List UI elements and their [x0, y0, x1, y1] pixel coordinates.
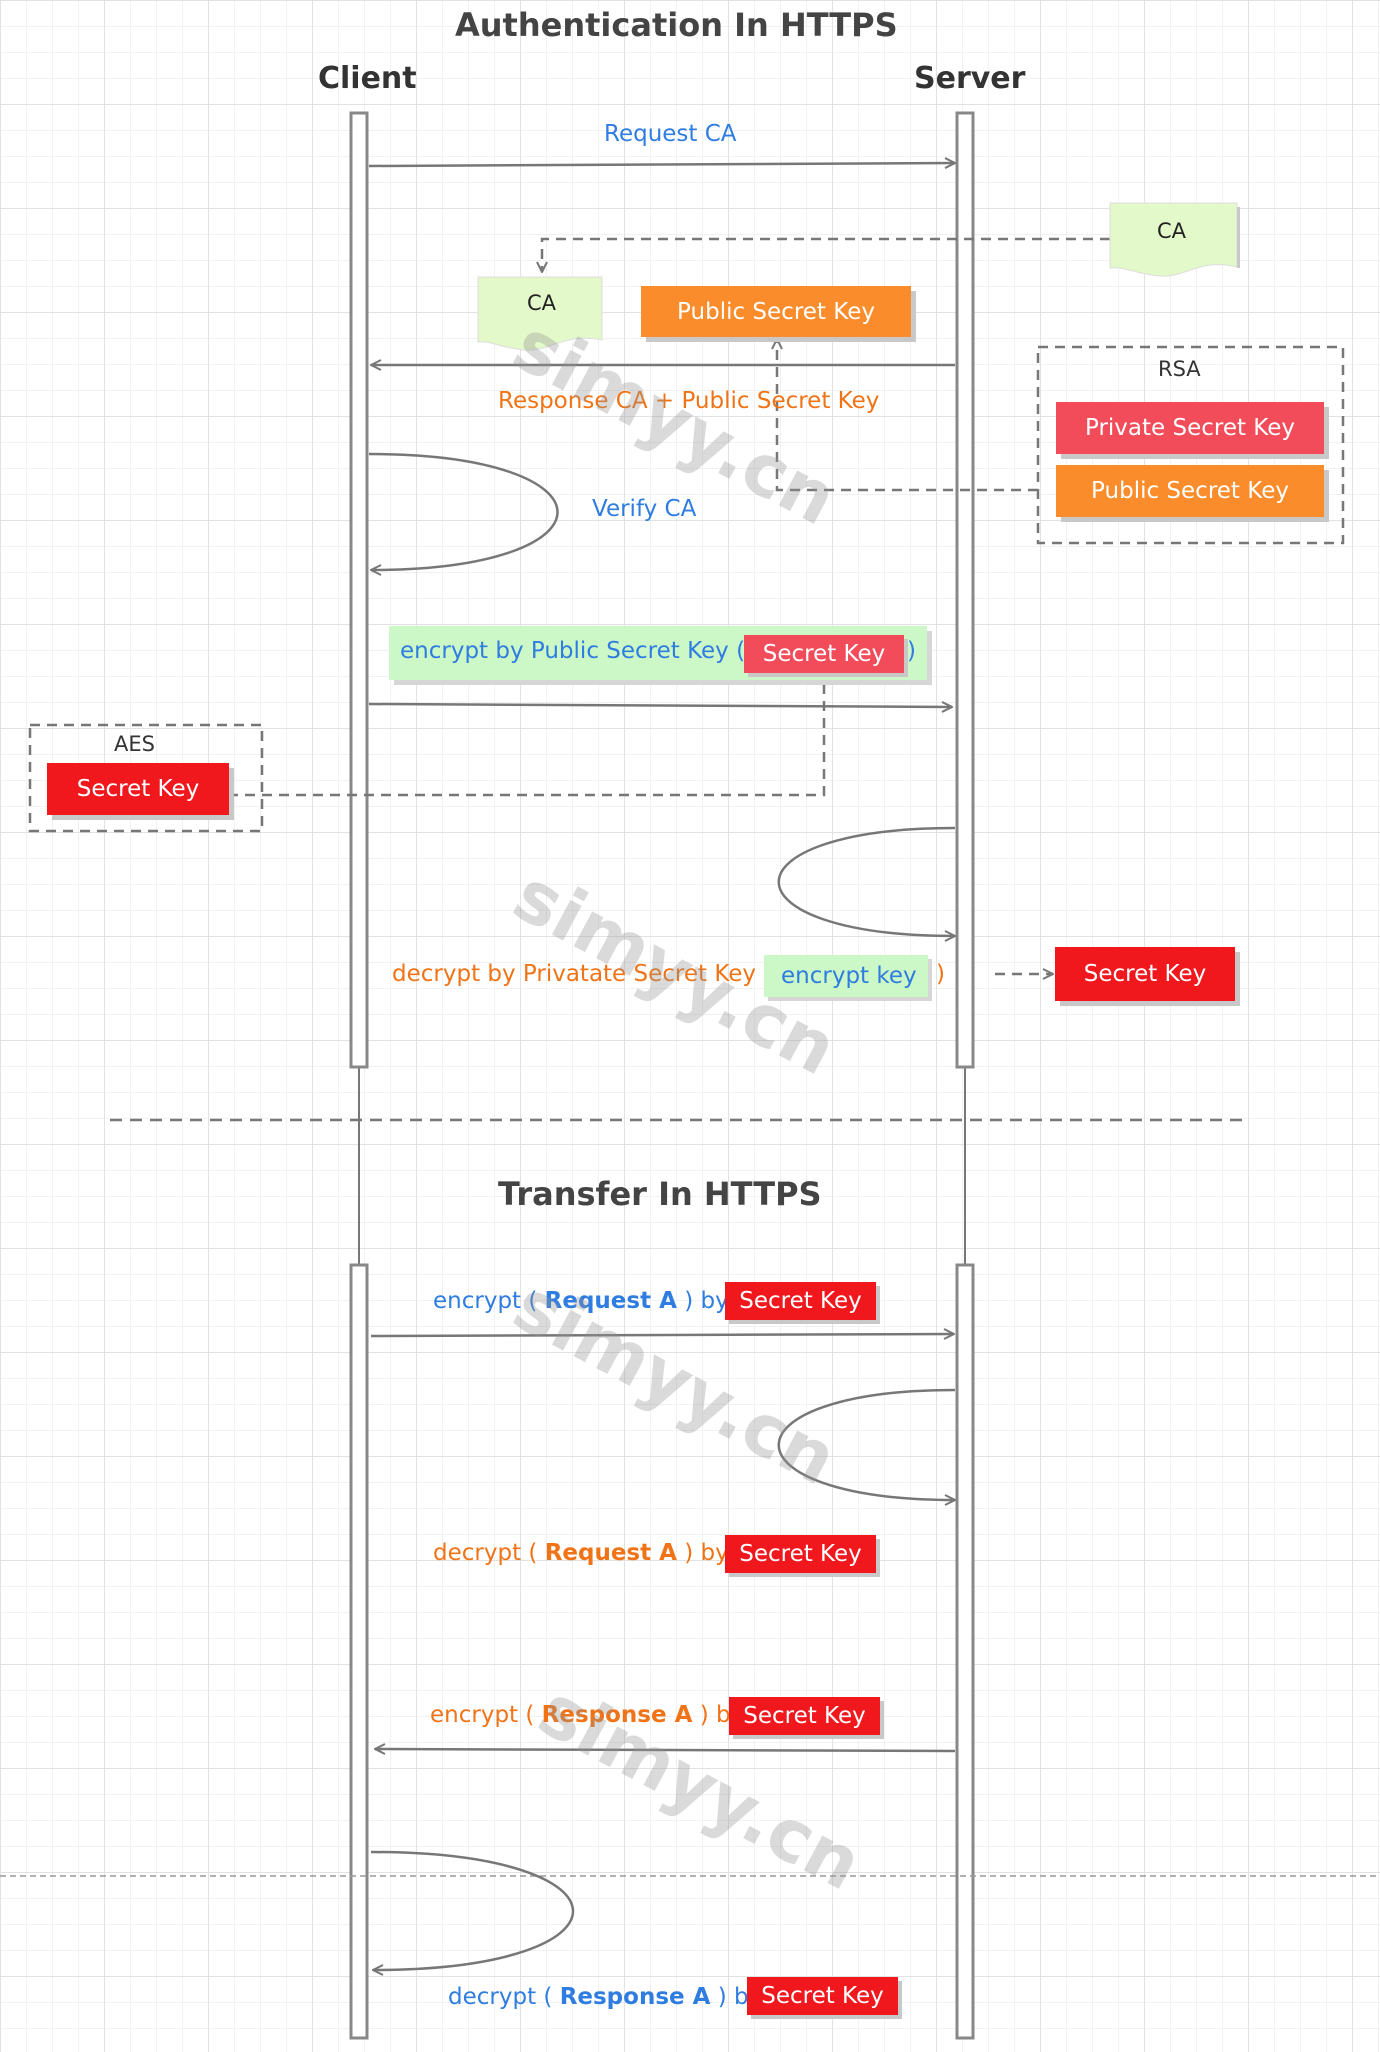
encrypt-response-arrow [375, 1749, 956, 1751]
ca-dashed-connector [542, 237, 1110, 272]
encrypt-by-public-key-label: encrypt by Public Secret Key ( [400, 638, 746, 664]
transfer-title: Transfer In HTTPS [498, 1175, 822, 1213]
decrypt-response-loop [370, 1850, 575, 1970]
verify-ca-loop [368, 452, 559, 570]
response-ca-label: Response CA + Public Secret Key [498, 388, 880, 414]
client-ca-document [477, 276, 603, 351]
server-lifeline [955, 111, 975, 2040]
decrypt-label-close-paren: ) [936, 961, 945, 987]
decrypt-response-label: decrypt ( Response A ) by [448, 1986, 762, 2009]
rsa-public-key: Public Secret Key [1056, 465, 1324, 517]
encrypt-response-bold: Response A [541, 1702, 693, 1728]
encrypt-key-label: encrypt key [781, 963, 917, 989]
decrypt-request-label: decrypt ( Request A ) by [433, 1542, 729, 1565]
request-ca-label: Request CA [604, 121, 737, 147]
decrypt-request-pre: decrypt ( [433, 1540, 538, 1566]
rsa-group-box [1036, 345, 1345, 545]
encrypt-request-label: encrypt ( Request A ) by [433, 1290, 729, 1313]
encrypt-response-pre: encrypt ( [430, 1702, 535, 1728]
encrypt-request-secret-key: Secret Key [725, 1282, 876, 1320]
encrypt-request-pre: encrypt ( [433, 1288, 538, 1314]
client-actor-label: Client [318, 61, 417, 96]
encrypt-label-close-paren: ) [907, 638, 916, 664]
public-key-dashed-connector [777, 339, 1038, 492]
aes-dashed-connector [228, 668, 824, 797]
client-ca-label: CA [527, 291, 557, 315]
encrypt-key-arrow [368, 704, 952, 707]
rsa-private-key: Private Secret Key [1056, 402, 1324, 454]
public-key-box: Public Secret Key [641, 286, 911, 337]
decrypt-request-loop [777, 1388, 955, 1500]
decrypt-loop [777, 826, 955, 936]
decrypt-request-bold: Request A [544, 1540, 677, 1566]
rsa-group-label: RSA [1158, 357, 1201, 381]
encrypt-request-post: ) by [684, 1288, 729, 1314]
encrypt-request-bold: Request A [544, 1288, 677, 1314]
encrypt-response-secret-key: Secret Key [729, 1697, 880, 1735]
decrypt-response-pre: decrypt ( [448, 1984, 553, 2010]
server-secret-key: Secret Key [1055, 947, 1235, 1001]
decrypt-request-post: ) by [684, 1540, 729, 1566]
verify-ca-label: Verify CA [592, 496, 697, 522]
client-lifeline [349, 111, 369, 2040]
decrypt-by-private-key-label: decrypt by Privatate Secret Key ( [392, 961, 773, 987]
server-ca-document [1109, 202, 1238, 277]
server-actor-label: Server [914, 61, 1026, 96]
encrypt-secret-key: Secret Key [744, 635, 904, 673]
request-ca-arrow [368, 163, 955, 166]
decrypt-request-secret-key: Secret Key [725, 1535, 876, 1573]
aes-secret-key: Secret Key [47, 763, 229, 815]
aes-group-label: AES [114, 732, 155, 756]
encrypt-key-box [764, 955, 928, 997]
server-ca-label: CA [1157, 219, 1187, 243]
encrypt-request-arrow [370, 1334, 954, 1336]
decrypt-response-bold: Response A [559, 1984, 711, 2010]
authentication-title: Authentication In HTTPS [455, 6, 898, 44]
decrypt-response-secret-key: Secret Key [747, 1977, 898, 2015]
